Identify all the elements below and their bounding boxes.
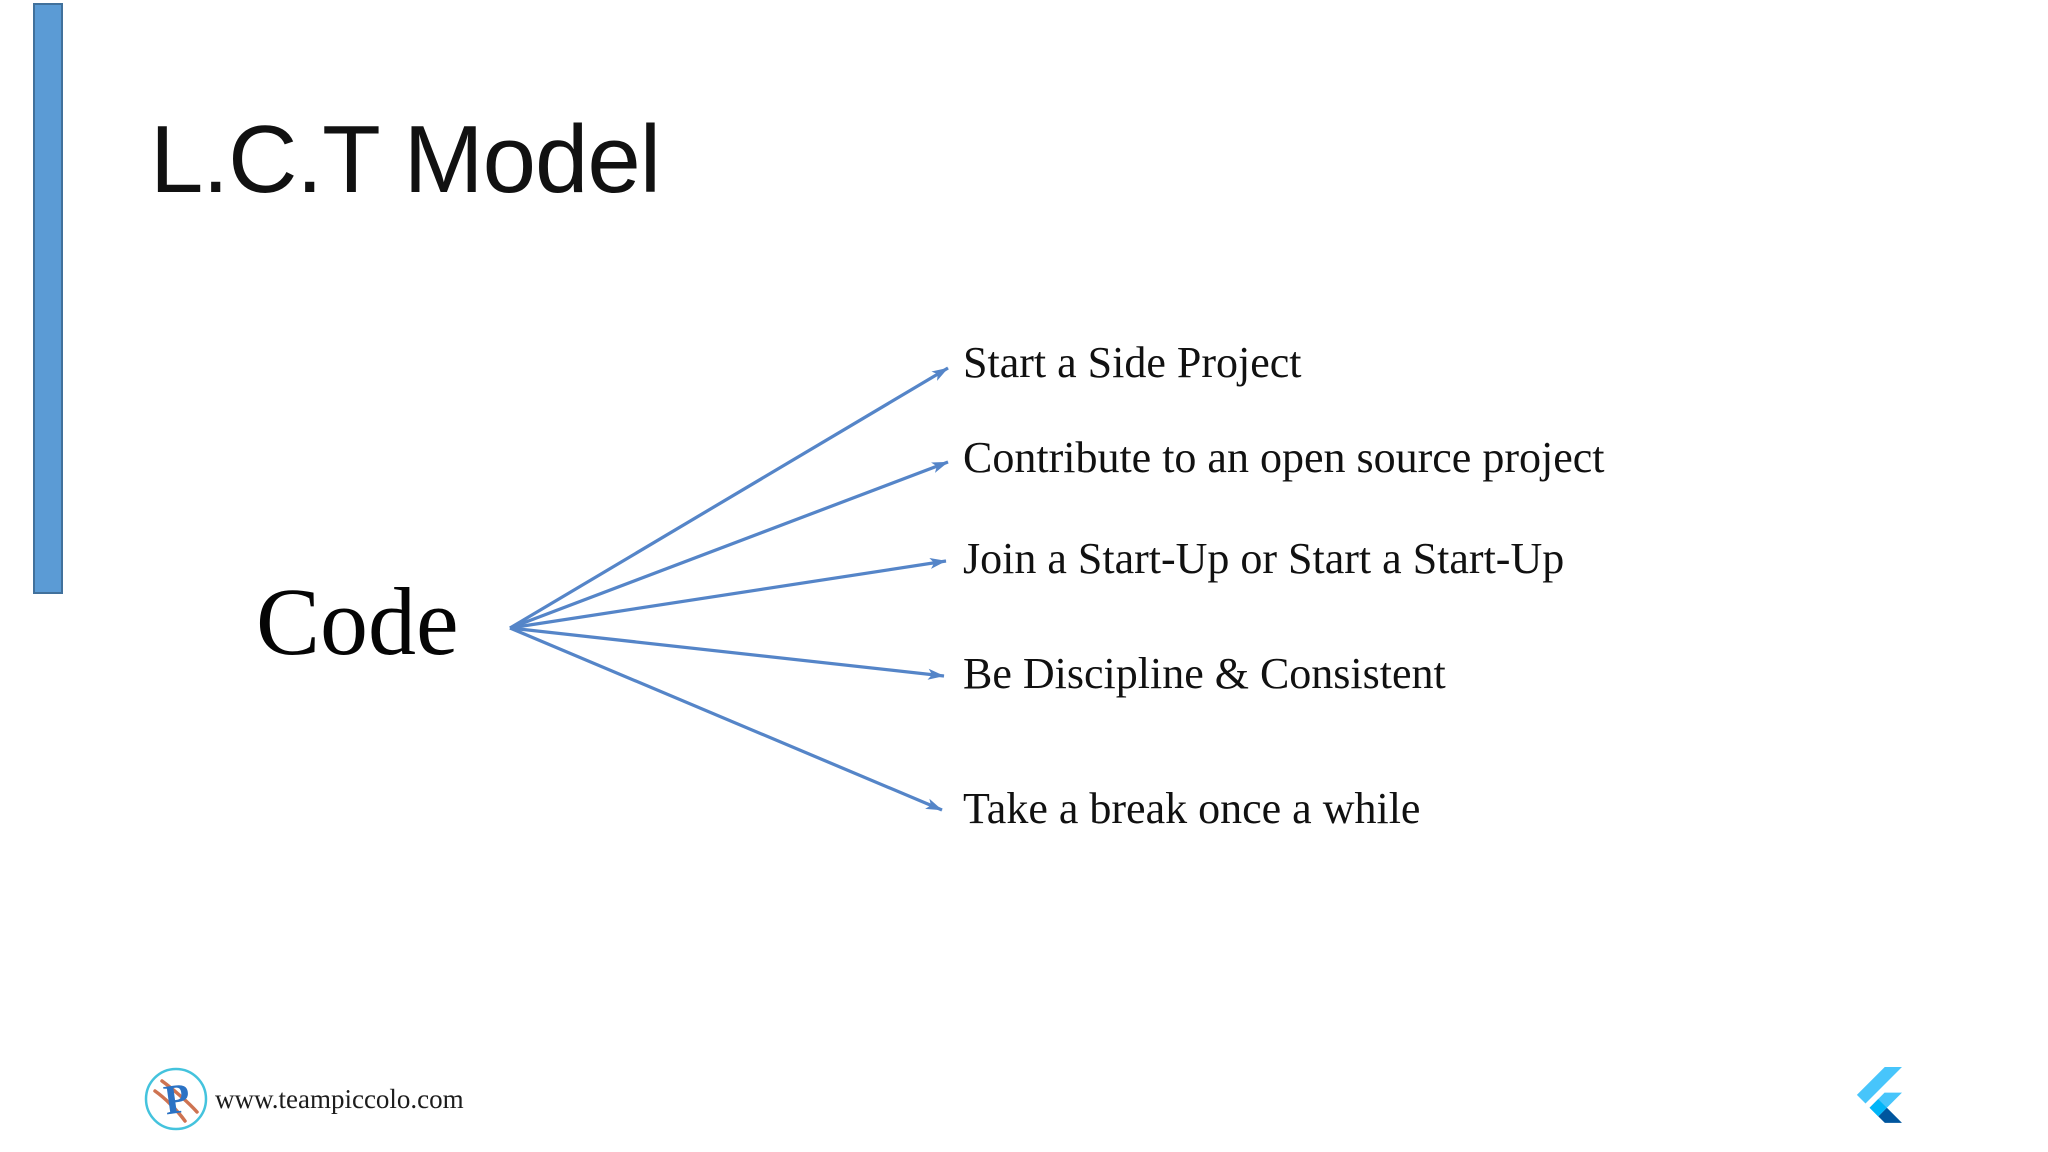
branch-item-1: Start a Side Project (963, 338, 1302, 387)
connector-arrow-5 (509, 626, 943, 812)
connector-arrow-1 (509, 366, 949, 630)
connector-arrow-2 (509, 460, 949, 630)
branch-item-5: Take a break once a while (963, 784, 1421, 833)
code-node-label: Code (256, 568, 459, 675)
branch-item-2: Contribute to an open source project (963, 433, 1605, 482)
slide-accent-bar (33, 3, 63, 594)
footer-brand: P www.teampiccolo.com (143, 1066, 464, 1132)
piccolo-logo-icon: P (144, 1067, 208, 1131)
branch-item-4: Be Discipline & Consistent (963, 649, 1446, 698)
website-url: www.teampiccolo.com (215, 1083, 464, 1114)
page-title: L.C.T Model (150, 106, 661, 213)
connector-arrow-4 (509, 626, 945, 680)
flutter-logo-icon (1856, 1067, 1902, 1123)
svg-text:P: P (161, 1075, 193, 1124)
branch-item-3: Join a Start-Up or Start a Start-Up (963, 534, 1565, 583)
connector-arrow-3 (509, 557, 947, 630)
